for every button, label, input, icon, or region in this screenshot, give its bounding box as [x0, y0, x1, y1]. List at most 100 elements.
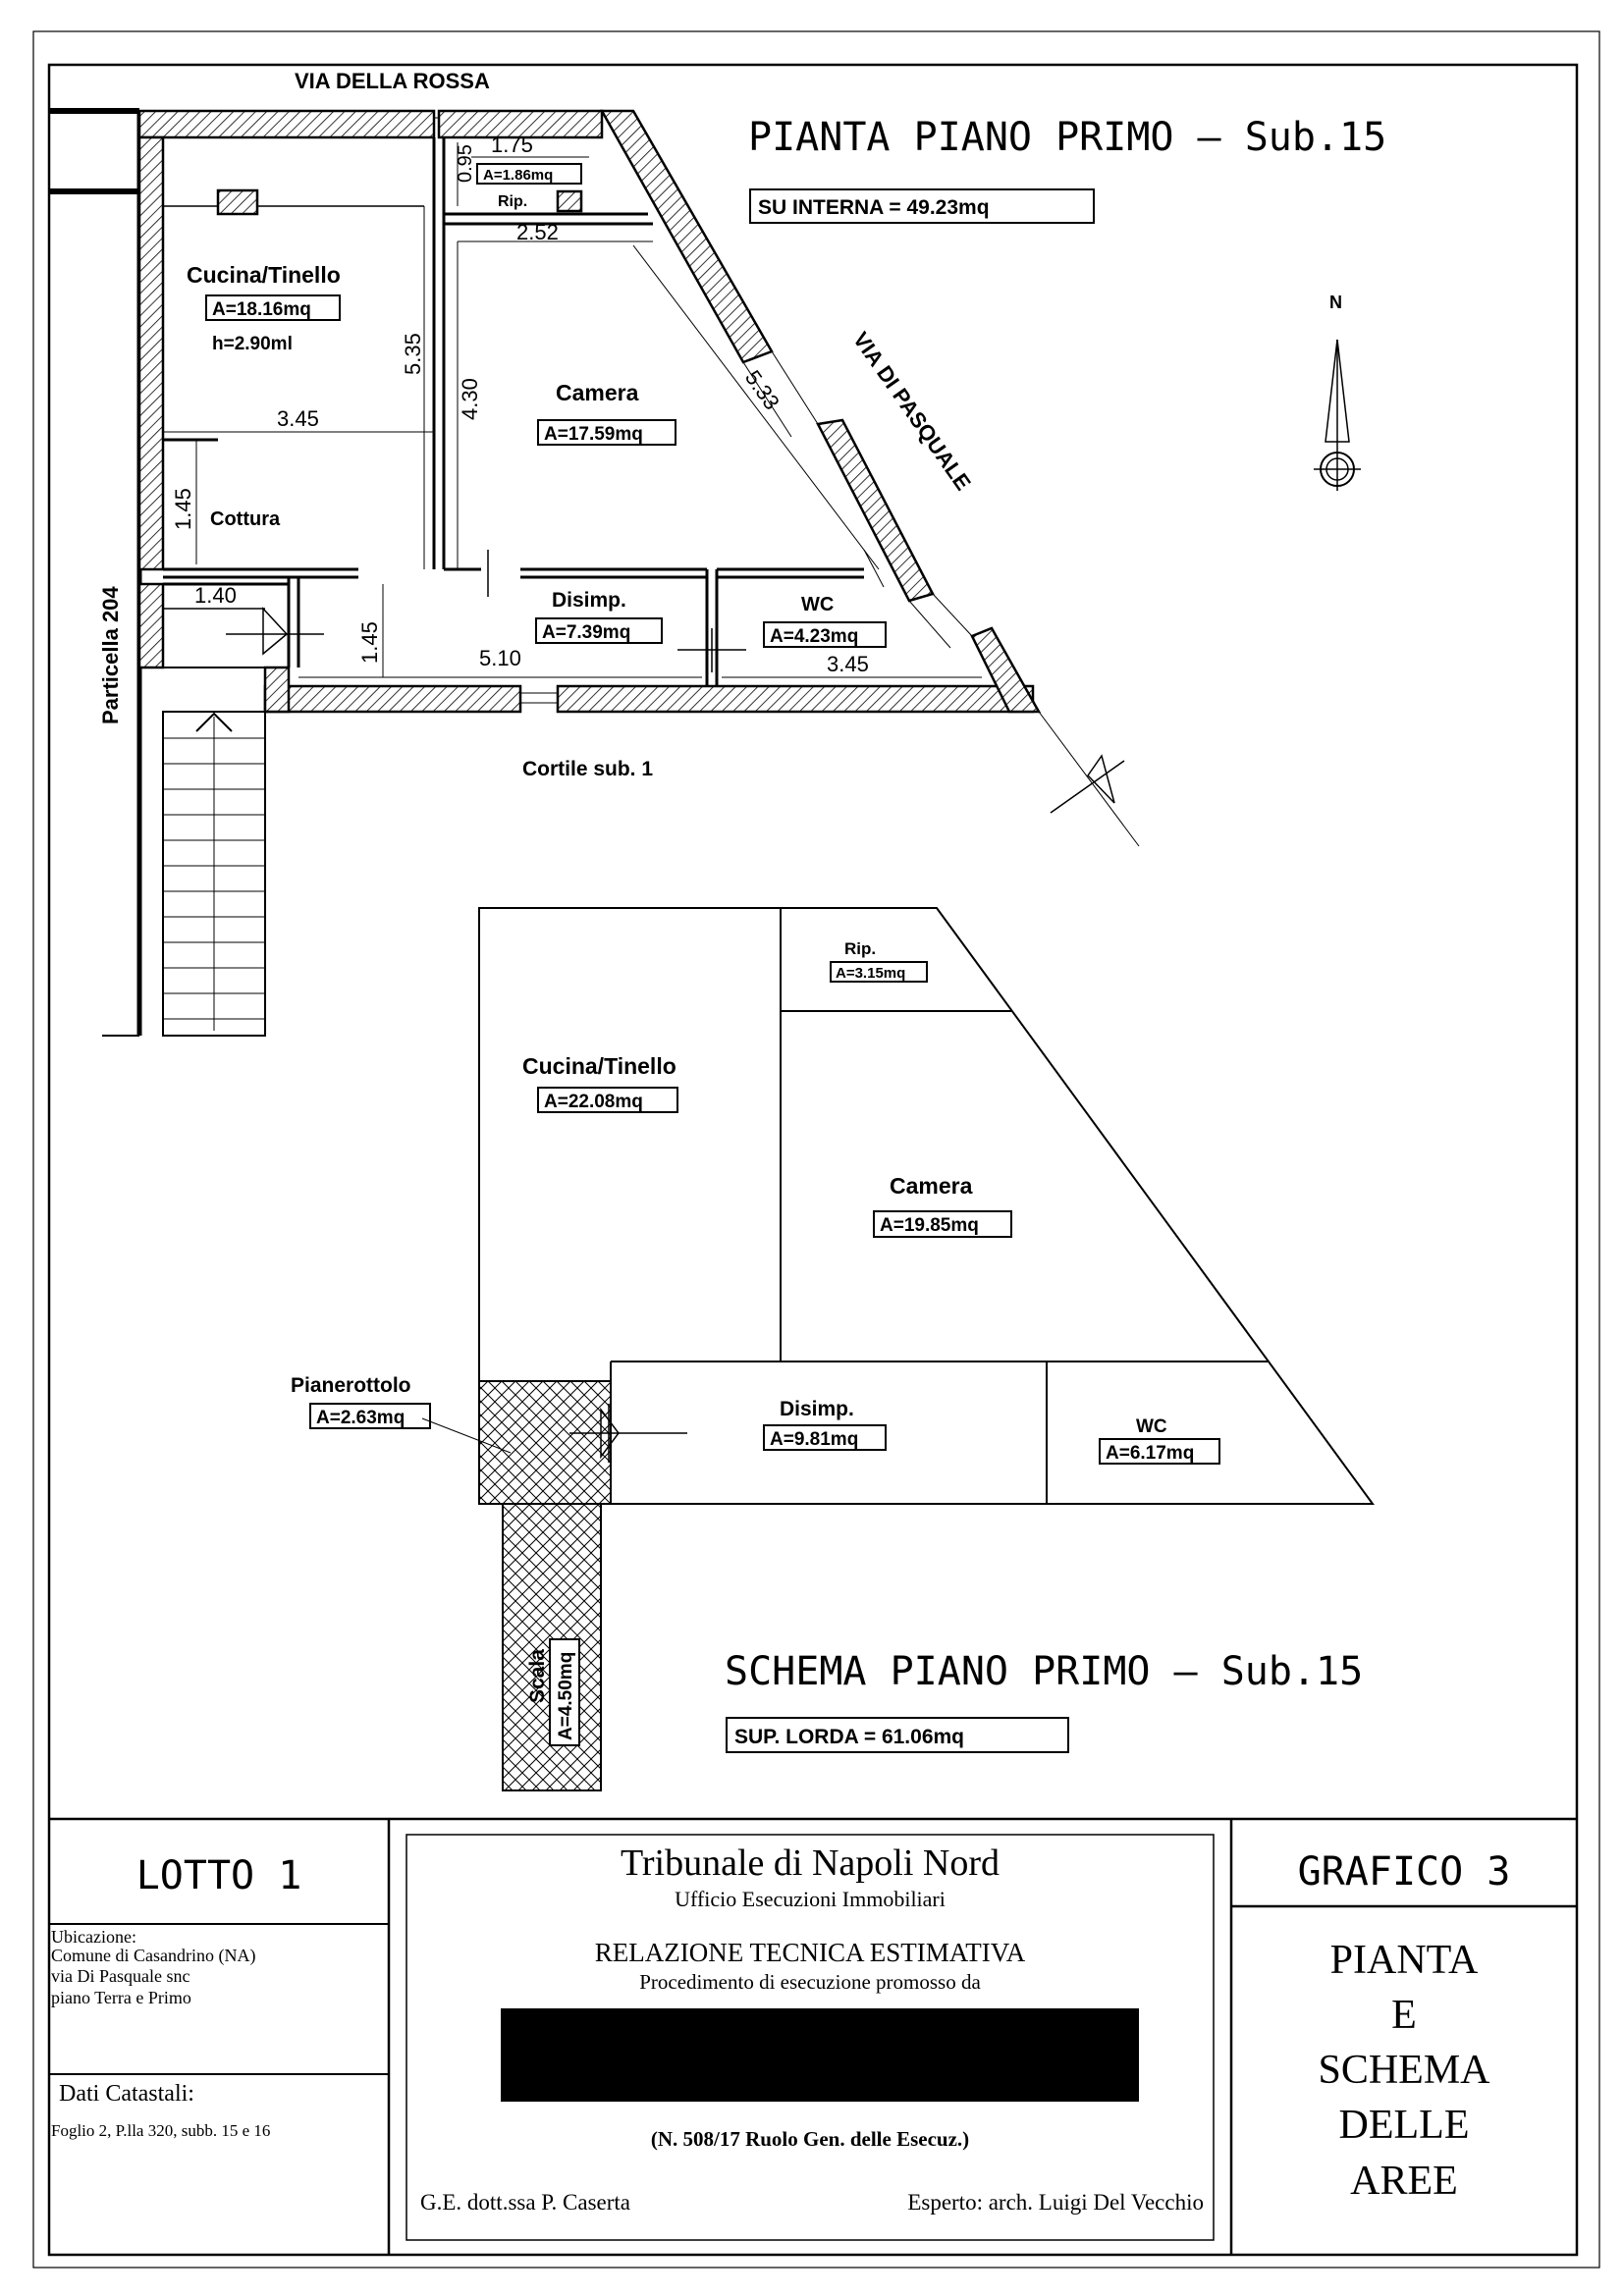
room-cottura-name: Cottura	[210, 508, 281, 530]
north-label: N	[1329, 293, 1342, 312]
lotto-label: LOTTO 1	[136, 1853, 302, 1898]
court-office: Ufficio Esecuzioni Immobiliari	[675, 1887, 946, 1911]
flue	[216, 188, 259, 216]
section-line	[1038, 711, 1140, 847]
subject-line-5: AREE	[1350, 2159, 1458, 2204]
su-interna: SU INTERNA = 49.23mq	[758, 196, 990, 219]
scheme-title: SCHEMA PIANO PRIMO – Sub.15	[725, 1649, 1363, 1694]
room-disimp-area-box	[535, 617, 663, 644]
door-arrow	[262, 607, 289, 656]
wall-north-left	[137, 109, 436, 139]
section-arrow	[1087, 754, 1115, 804]
dim-1-45-cottura: 1.45	[171, 488, 195, 530]
dim-0-95: 0.95	[455, 144, 476, 183]
dim-1-45-hall: 1.45	[357, 621, 382, 664]
room-camera-name: Camera	[556, 380, 639, 405]
dim-1-40: 1.40	[194, 583, 237, 608]
wall-west	[137, 135, 165, 571]
scheme-cucina-area-box	[537, 1087, 678, 1113]
room-wc-area-box	[763, 621, 887, 648]
subject-line-1: PIANTA	[1330, 1938, 1479, 1983]
stair-arrow	[195, 712, 233, 732]
scheme-pianerottolo-area: A=2.63mq	[316, 1408, 405, 1428]
redacted-block	[501, 2008, 1139, 2102]
dim-4-30: 4.30	[458, 378, 482, 420]
room-cucina-area-box	[205, 294, 341, 321]
outer-frame	[32, 30, 1600, 2269]
window-line	[742, 361, 792, 438]
rip-cabinet	[556, 189, 583, 213]
scheme-pianerottolo-name: Pianerottolo	[291, 1374, 411, 1397]
scheme-scala-name: Scala	[526, 1649, 549, 1703]
scheme-camera-name: Camera	[890, 1173, 973, 1199]
scheme-disimp-name: Disimp.	[780, 1398, 854, 1420]
scheme-leader	[421, 1417, 512, 1454]
scheme-camera-area-box	[873, 1210, 1012, 1238]
room-rip-area: A=1.86mq	[483, 167, 553, 184]
room-rip-name: Rip.	[498, 193, 527, 210]
dim-2-52: 2.52	[516, 220, 559, 244]
wall-south-right	[556, 684, 1035, 714]
wall-north-right	[437, 109, 604, 139]
north-arrow-icon: N	[1314, 293, 1361, 491]
court-name: Tribunale di Napoli Nord	[621, 1842, 1000, 1884]
subject-line-3: SCHEMA	[1318, 2048, 1490, 2093]
scheme-disimp-area-box	[763, 1424, 887, 1451]
wall-diagonal-mid	[816, 418, 935, 603]
subject-line-4: DELLE	[1339, 2103, 1470, 2148]
wall-south-left	[263, 684, 522, 714]
ubicazione-label: Ubicazione:	[51, 1927, 136, 1947]
stair-treads	[163, 717, 265, 1031]
ubicazione-line-1: Comune di Casandrino (NA)	[51, 1946, 255, 1966]
ubicazione-line-3: piano Terra e Primo	[51, 1988, 191, 2007]
dati-catastali-value: Foglio 2, P.lla 320, subb. 15 e 16	[51, 2121, 270, 2140]
room-cucina-height: h=2.90ml	[212, 334, 293, 354]
courtyard-label: Cortile sub. 1	[522, 758, 653, 780]
room-camera-area-box	[537, 419, 676, 446]
report-title: RELAZIONE TECNICA ESTIMATIVA	[595, 1938, 1026, 1967]
scheme-wc-name: WC	[1136, 1416, 1167, 1437]
staircase	[162, 711, 266, 1037]
scheme-rip-area-box	[830, 961, 928, 983]
dim-5-10: 5.10	[479, 646, 521, 670]
room-cucina-area: A=18.16mq	[212, 299, 311, 320]
scheme-scala-area: A=4.50mq	[556, 1652, 576, 1740]
scheme-outline	[478, 907, 1375, 1505]
expert-name: Esperto: arch. Luigi Del Vecchio	[907, 2190, 1204, 2215]
room-cucina-name: Cucina/Tinello	[187, 262, 341, 288]
window-line	[771, 350, 819, 425]
street-top-label: VIA DELLA ROSSA	[295, 69, 490, 93]
judge-name: G.E. dott.ssa P. Caserta	[420, 2190, 630, 2215]
parcel-label: Particella 204	[98, 586, 123, 724]
scheme-landing-hatch	[478, 1380, 612, 1505]
scheme-door-arrow	[600, 1407, 620, 1460]
subject-line-2: E	[1391, 1993, 1417, 2038]
scheme-cucina-name: Cucina/Tinello	[522, 1053, 676, 1079]
room-rip-area-box	[476, 163, 582, 185]
dim-3-45-kitchen: 3.45	[277, 406, 319, 431]
area-scheme: Rip. A=3.15mq Cucina/Tinello A=22.08mq C…	[291, 907, 1375, 1791]
plan-title: PIANTA PIANO PRIMO – Sub.15	[748, 115, 1386, 160]
scheme-camera-area: A=19.85mq	[880, 1215, 979, 1236]
room-camera-area: A=17.59mq	[544, 424, 643, 445]
section-tick	[863, 549, 885, 588]
scheme-scala-label: A=4.50mq	[549, 1638, 580, 1746]
procedure-text: Procedimento di esecuzione promosso da	[639, 1970, 981, 1994]
section-line	[1050, 760, 1125, 814]
grafico-label: GRAFICO 3	[1298, 1849, 1511, 1895]
title-block: LOTTO 1 Ubicazione: Comune di Casandrino…	[49, 1817, 1577, 2255]
scheme-wc-area-box	[1099, 1438, 1220, 1465]
window-line	[932, 593, 973, 637]
scheme-rip-area: A=3.15mq	[836, 965, 905, 982]
wall-south-step	[263, 666, 291, 714]
room-wc-name: WC	[801, 594, 834, 615]
floor-plan: VIA DELLA ROSSA VIA DI PASQUALE Particel…	[49, 69, 1386, 1037]
window-line	[908, 600, 951, 649]
su-interna-box	[749, 188, 1095, 224]
scheme-pianerottolo-area-box	[309, 1403, 431, 1429]
dim-3-45-wc: 3.45	[827, 652, 869, 676]
ubicazione-line-2: via Di Pasquale snc	[51, 1966, 189, 1986]
dati-catastali-label: Dati Catastali:	[59, 2081, 194, 2107]
dim-1-75: 1.75	[491, 133, 533, 157]
